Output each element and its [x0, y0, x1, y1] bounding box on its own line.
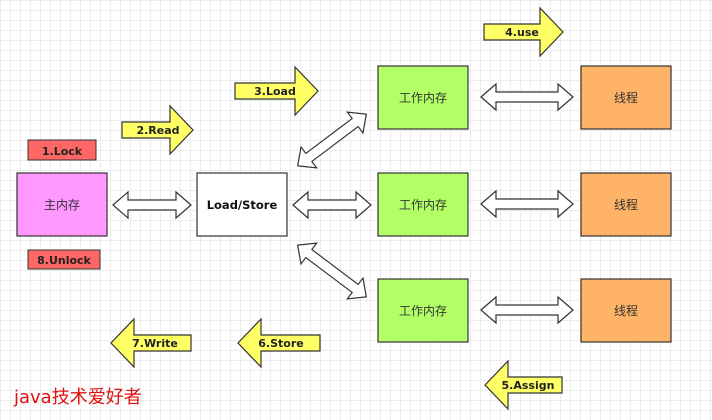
load-store-label: Load/Store — [207, 198, 278, 212]
write-arrow-label: 7.Write — [132, 337, 178, 350]
read-arrow-label: 2.Read — [136, 124, 179, 137]
watermark: java技术爱好者 — [14, 387, 142, 408]
thread-box-2 — [580, 172, 672, 237]
use-arrow-label: 4.use — [505, 26, 539, 39]
work-memory-label-3: 工作内存 — [399, 304, 447, 318]
double-arrow-work-1-to-thread-1 — [480, 82, 574, 112]
main-memory-box — [16, 172, 108, 237]
double-arrow-main-to-loadstore — [112, 190, 192, 220]
double-arrow-loadstore-to-work-3 — [296, 242, 368, 300]
unlock-tag — [27, 249, 101, 270]
store-arrow — [237, 317, 321, 369]
work-memory-label-2: 工作内存 — [399, 198, 447, 212]
load-arrow — [234, 65, 319, 117]
thread-label-3: 线程 — [614, 303, 638, 318]
lock-tag-label: 1.Lock — [42, 145, 83, 158]
work-memory-box-3 — [377, 278, 469, 343]
store-arrow-label: 6.Store — [258, 337, 303, 350]
main-memory-label: 主内存 — [44, 198, 80, 212]
write-arrow — [110, 317, 192, 369]
thread-box-1 — [580, 65, 672, 130]
load-store-box — [196, 172, 288, 237]
lock-tag — [27, 139, 97, 161]
double-arrow-work-2-to-thread-2 — [480, 189, 574, 219]
assign-arrow — [484, 359, 563, 411]
read-arrow — [121, 104, 194, 156]
double-arrow-loadstore-to-work-2 — [292, 190, 372, 220]
use-arrow — [483, 6, 564, 58]
thread-label-2: 线程 — [614, 197, 638, 212]
assign-arrow-label: 5.Assign — [502, 379, 555, 392]
work-memory-label-1: 工作内存 — [399, 91, 447, 105]
double-arrow-work-3-to-thread-3 — [480, 295, 574, 325]
work-memory-box-1 — [377, 65, 469, 130]
load-arrow-label: 3.Load — [254, 85, 296, 98]
unlock-tag-label: 8.Unlock — [37, 254, 91, 267]
thread-box-3 — [580, 278, 672, 343]
double-arrow-loadstore-to-work-1 — [296, 111, 368, 169]
work-memory-box-2 — [377, 172, 469, 237]
thread-label-1: 线程 — [614, 90, 638, 105]
